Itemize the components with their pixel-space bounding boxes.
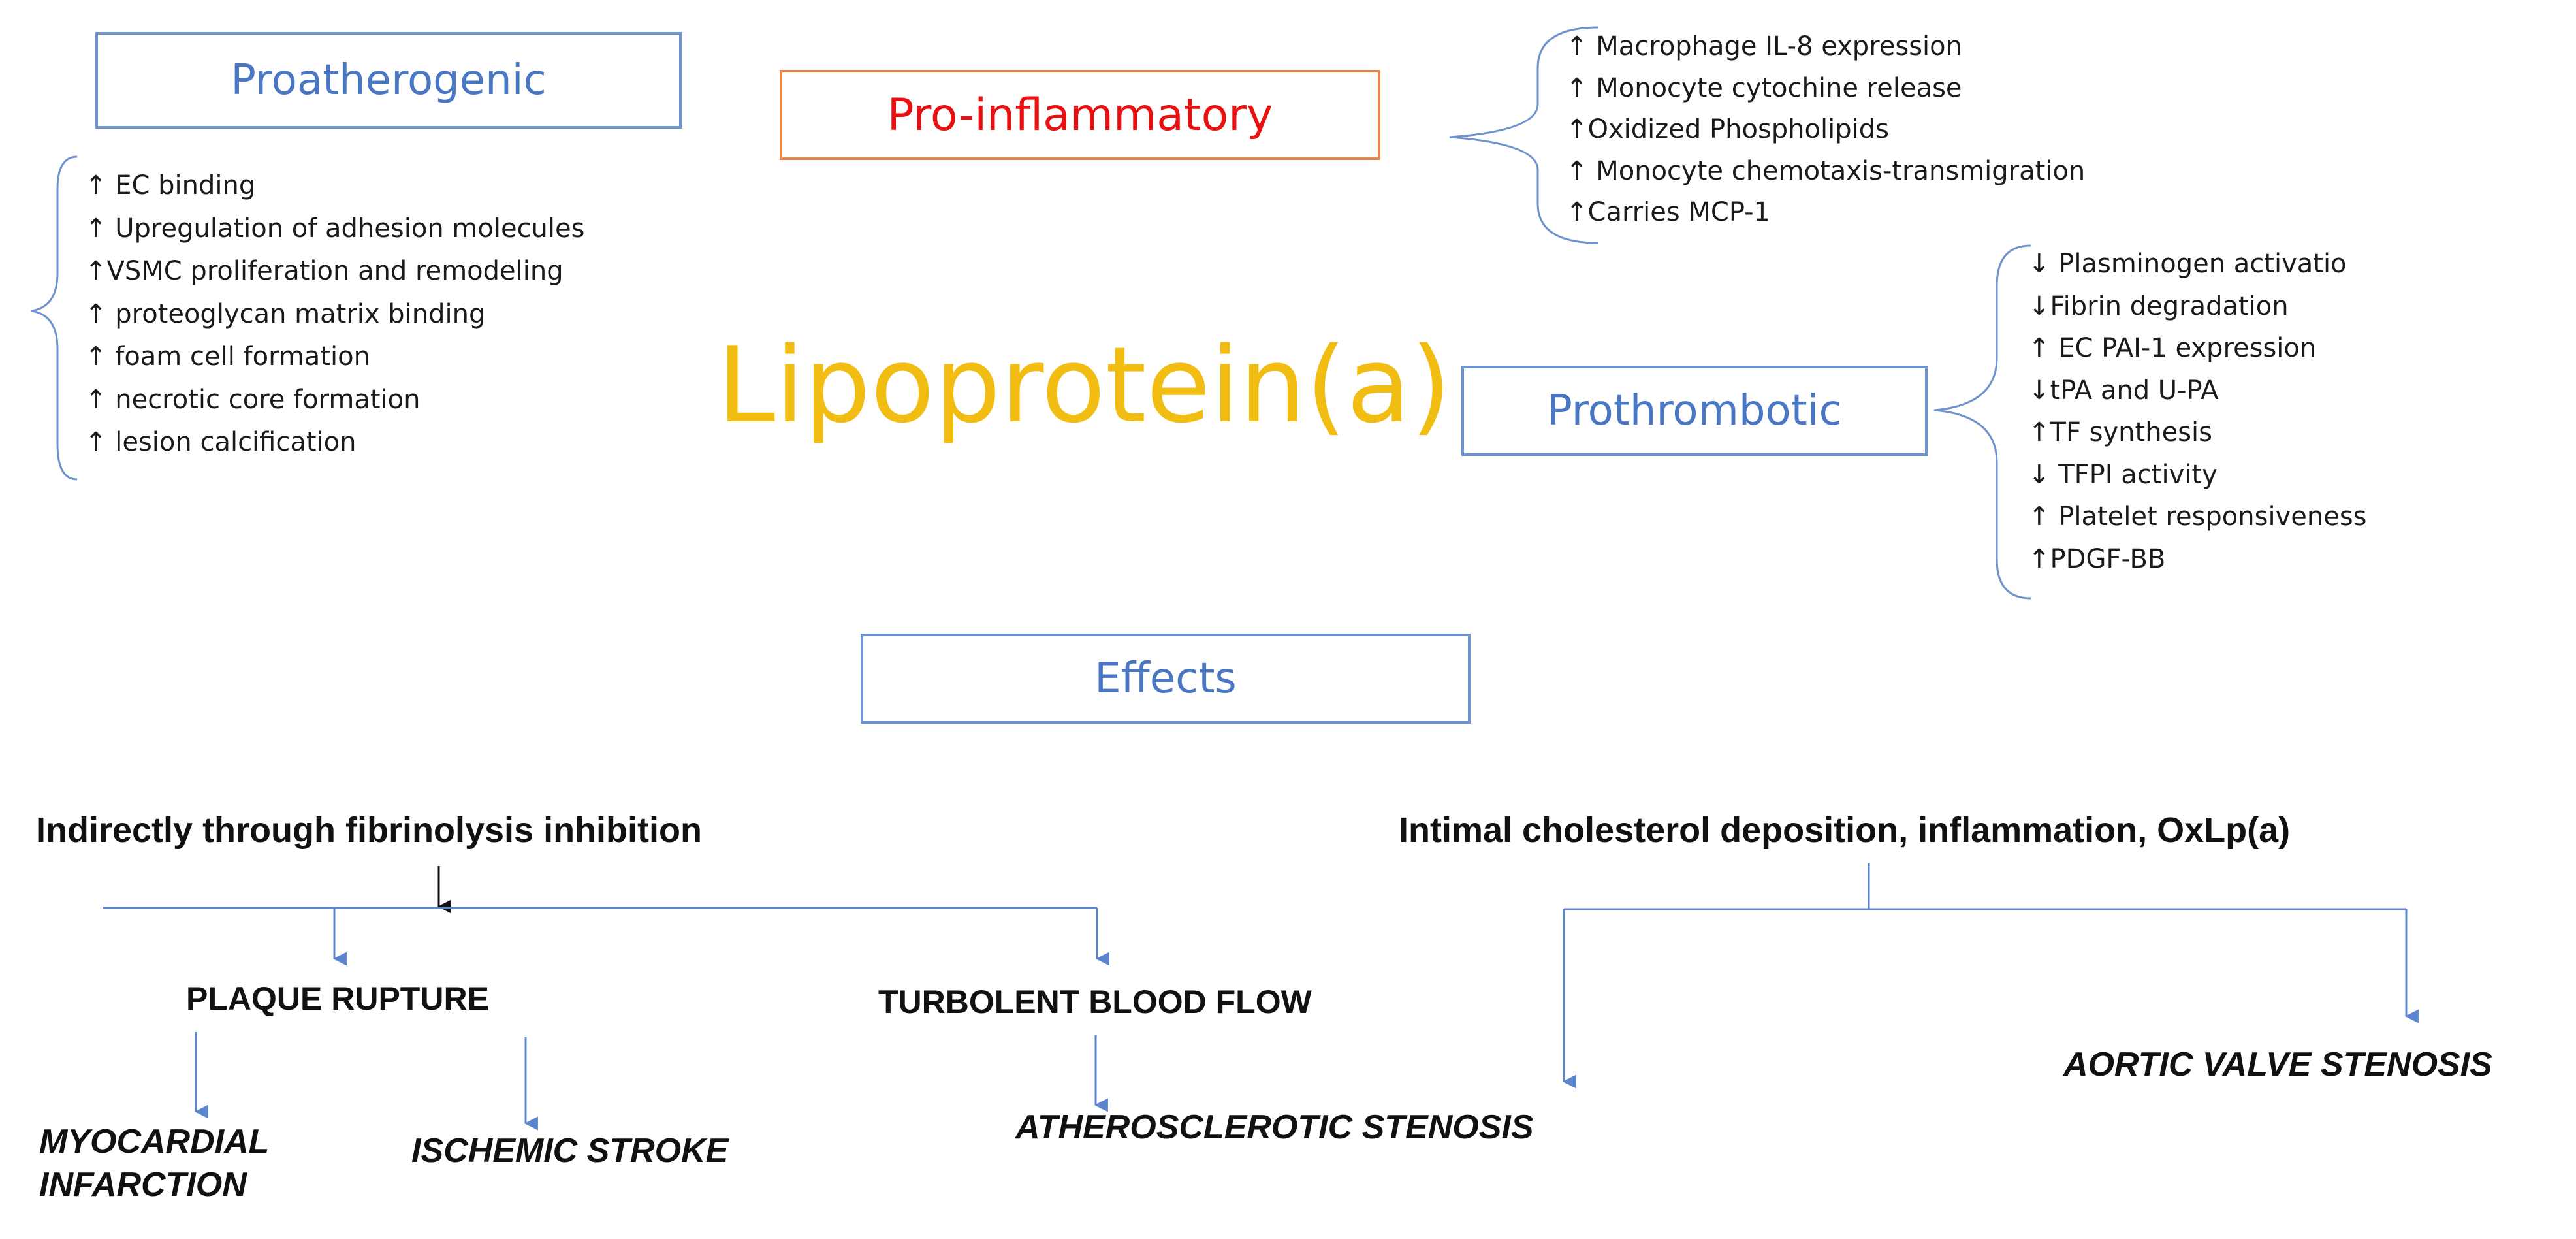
prothrombotic-item: ↓tPA and U-PA — [2028, 375, 2219, 406]
prothrombotic-item: ↑TF synthesis — [2028, 417, 2212, 447]
proinflammatory-item: ↑ Monocyte cytochine release — [1566, 72, 1962, 103]
effects-title: Effects — [1094, 654, 1237, 703]
turbolent-flow-label: TURBOLENT BLOOD FLOW — [878, 984, 1312, 1020]
prothrombotic-item: ↓Fibrin degradation — [2028, 291, 2289, 321]
atherosclerotic-stenosis-label: ATHEROSCLEROTIC STENOSIS — [1015, 1108, 1534, 1146]
proatherogenic-title: Proatherogenic — [231, 56, 547, 105]
proinflammatory-list: ↑ Macrophage IL-8 expression ↑ Monocyte … — [1566, 26, 2085, 234]
myocardial-line-2: INFARCTION — [39, 1166, 247, 1204]
proatherogenic-item: ↑ foam cell formation — [85, 342, 370, 372]
proinflammatory-item: ↑ Monocyte chemotaxis-transmigration — [1566, 155, 2086, 186]
proatherogenic-item: ↑ EC binding — [85, 170, 256, 201]
myocardial-infarction-label: MYOCARDIAL INFARCTION — [39, 1120, 269, 1206]
prothrombotic-item: ↑ Platelet responsiveness — [2028, 502, 2367, 532]
prothrombotic-item: ↑ EC PAI-1 expression — [2028, 333, 2317, 363]
proatherogenic-list: ↑ EC binding ↑ Upregulation of adhesion … — [85, 165, 584, 464]
proinflammatory-item: ↑Oxidized Phospholipids — [1566, 114, 1889, 144]
prothrombotic-list: ↓ Plasminogen activatio ↓Fibrin degradat… — [2028, 243, 2367, 580]
effects-box: Effects — [861, 634, 1471, 724]
proatherogenic-brace — [31, 155, 78, 481]
aortic-valve-stenosis-label: AORTIC VALVE STENOSIS — [2063, 1046, 2492, 1084]
effects-right-heading: Intimal cholesterol deposition, inflamma… — [1399, 811, 2291, 850]
ischemic-stroke-label: ISCHEMIC STROKE — [411, 1132, 729, 1170]
proinflammatory-item: ↑ Macrophage IL-8 expression — [1566, 31, 1962, 61]
proinflammatory-brace — [1449, 26, 1599, 244]
myocardial-line-1: MYOCARDIAL — [39, 1123, 270, 1161]
prothrombotic-item: ↓ TFPI activity — [2028, 459, 2218, 490]
prothrombotic-item: ↓ Plasminogen activatio — [2028, 249, 2347, 279]
central-label: Lipoprotein(a) — [717, 324, 1452, 446]
proatherogenic-item: ↑VSMC proliferation and remodeling — [85, 256, 564, 286]
proatherogenic-box: Proatherogenic — [95, 32, 682, 129]
effects-left-heading: Indirectly through fibrinolysis inhibiti… — [36, 811, 702, 850]
proatherogenic-item: ↑ lesion calcification — [85, 427, 357, 457]
proatherogenic-item: ↑ proteoglycan matrix binding — [85, 298, 486, 329]
proatherogenic-item: ↑ Upregulation of adhesion molecules — [85, 213, 585, 244]
prothrombotic-box: Prothrombotic — [1461, 366, 1928, 456]
proinflammatory-title: Pro-inflammatory — [887, 89, 1273, 141]
proatherogenic-item: ↑ necrotic core formation — [85, 384, 421, 415]
prothrombotic-item: ↑PDGF-BB — [2028, 543, 2166, 574]
proinflammatory-box: Pro-inflammatory — [780, 70, 1380, 160]
prothrombotic-title: Prothrombotic — [1547, 387, 1842, 435]
prothrombotic-brace — [1933, 244, 2031, 600]
proinflammatory-item: ↑Carries MCP-1 — [1566, 197, 1770, 227]
plaque-rupture-label: PLAQUE RUPTURE — [186, 980, 489, 1017]
